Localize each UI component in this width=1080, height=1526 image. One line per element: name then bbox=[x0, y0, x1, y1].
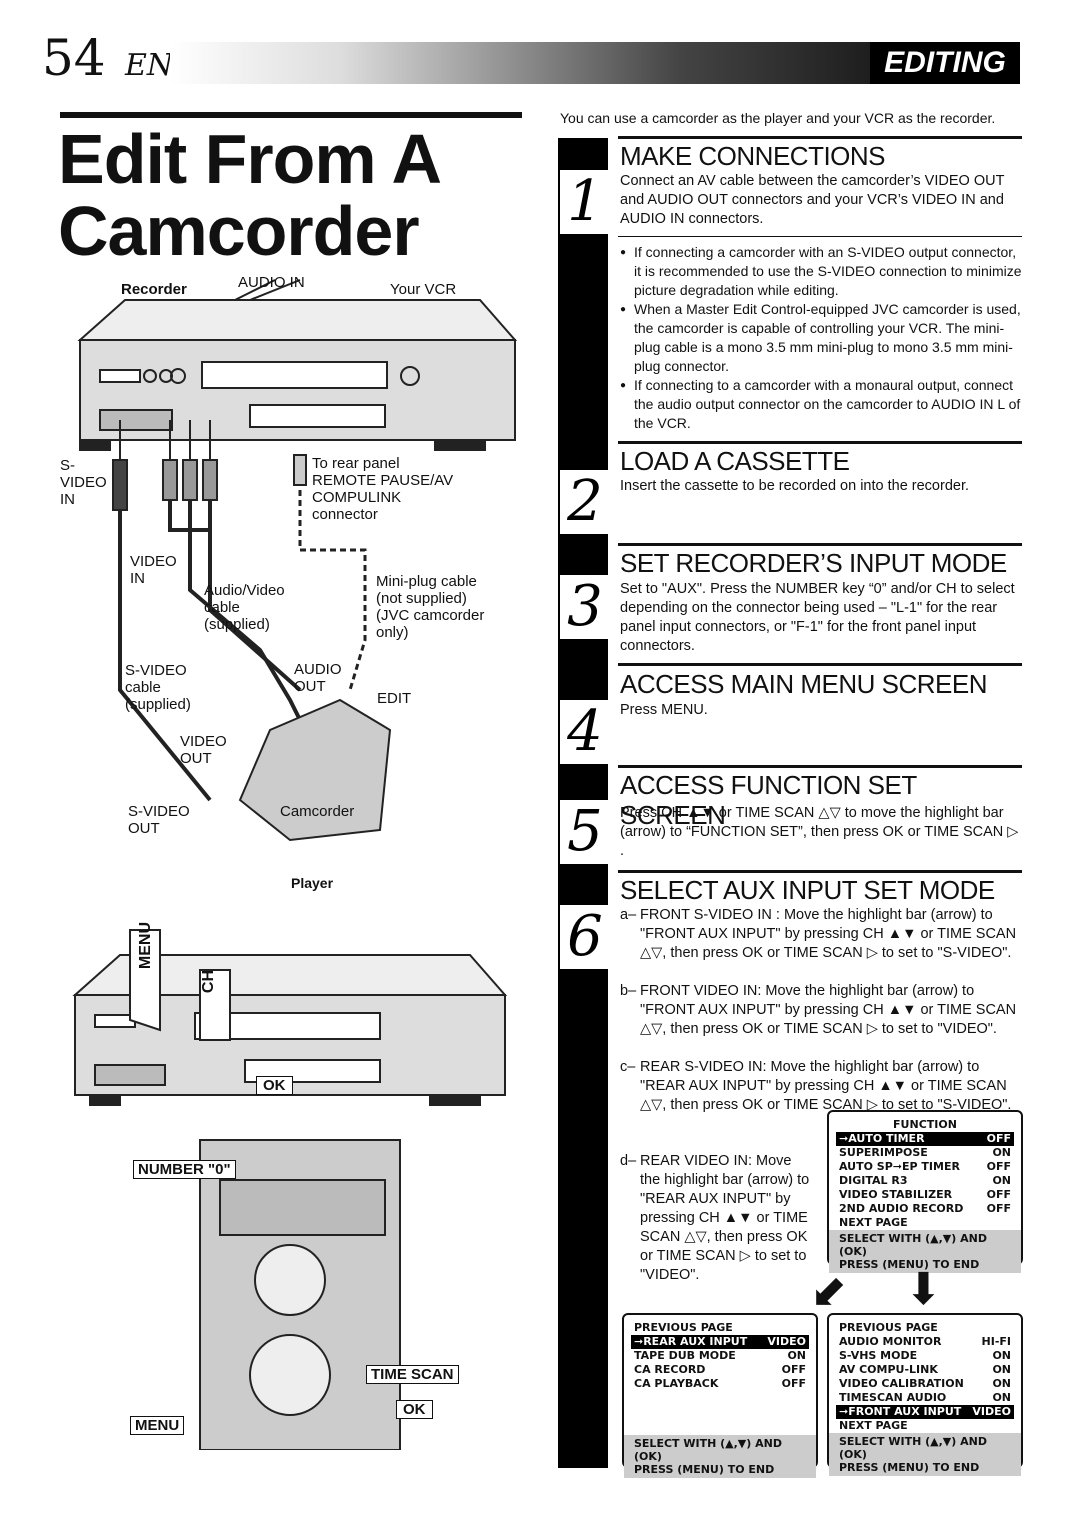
menu-remote-label: MENU bbox=[130, 1416, 185, 1435]
number0-key-label: NUMBER "0" bbox=[133, 1160, 236, 1179]
language-code: EN bbox=[125, 48, 174, 83]
step-5-number: 5 bbox=[560, 800, 610, 864]
step-2-text: Insert the cassette to be recorded on in… bbox=[620, 478, 970, 494]
step-1-rule bbox=[618, 136, 1022, 139]
step-4-number: 4 bbox=[560, 700, 610, 764]
step-3-number: 3 bbox=[560, 575, 610, 639]
menu-row: NEXT PAGE bbox=[839, 1216, 908, 1229]
edit-label: EDIT bbox=[377, 690, 412, 707]
step-1-number: 1 bbox=[560, 170, 610, 234]
substep-d: d–REAR VIDEO IN: Move the highlight bar … bbox=[620, 1153, 810, 1283]
substep-a: a–FRONT S-VIDEO IN : Move the highlight … bbox=[620, 907, 1017, 961]
video-out-label: VIDEO OUT bbox=[180, 733, 227, 767]
svideo-out-label: S-VIDEO OUT bbox=[128, 803, 190, 837]
audio-out-label: AUDIO OUT bbox=[294, 661, 342, 695]
camcorder-label: Camcorder bbox=[280, 803, 355, 820]
step-5-heading: ACCESS FUNCTION SET SCREEN bbox=[620, 770, 917, 830]
function-menu-title: FUNCTION bbox=[893, 1118, 957, 1131]
svideo-in-label: S- VIDEO IN bbox=[60, 457, 107, 508]
step-3-text: Set to "AUX". Press the NUMBER key “0” a… bbox=[620, 581, 1015, 654]
step-5-rule bbox=[618, 765, 1022, 768]
step-2-rule bbox=[618, 441, 1022, 444]
menu-key-label: MENU bbox=[137, 922, 154, 970]
step-1-heading: MAKE CONNECTIONS bbox=[620, 141, 886, 171]
intro-text: You can use a camcorder as the player an… bbox=[560, 110, 996, 126]
ok-key-label: OK bbox=[256, 1076, 293, 1095]
step-4-heading: ACCESS MAIN MENU SCREEN bbox=[620, 669, 988, 699]
front-menu-footer: SELECT WITH (▲,▼) AND (OK) PRESS (MENU) … bbox=[829, 1433, 1021, 1476]
title-line-2: Camcorder bbox=[58, 192, 420, 270]
step-3-rule bbox=[618, 543, 1022, 546]
substep-c: c–REAR S-VIDEO IN: Move the highlight ba… bbox=[620, 1059, 1012, 1113]
video-in-label: VIDEO IN bbox=[130, 553, 177, 587]
player-label: Player bbox=[291, 875, 334, 891]
page-number: 54 bbox=[42, 29, 106, 87]
step-6-rule bbox=[618, 870, 1022, 873]
title-line-1: Edit From A bbox=[58, 120, 442, 198]
your-vcr-label: Your VCR bbox=[390, 281, 457, 298]
rear-menu-footer: SELECT WITH (▲,▼) AND (OK) PRESS (MENU) … bbox=[624, 1435, 816, 1478]
step-1-text: Connect an AV cable between the camcorde… bbox=[620, 173, 1005, 227]
menu-row: PREVIOUS PAGE bbox=[839, 1321, 938, 1334]
menu-row: NEXT PAGE bbox=[839, 1419, 908, 1432]
audio-in-label: AUDIO IN bbox=[238, 274, 305, 291]
bullet-1: If connecting a camcorder with an S-VIDE… bbox=[620, 243, 1024, 300]
arrow-down-left-icon: ⬋ bbox=[810, 1267, 847, 1316]
step-4-text: Press MENU. bbox=[620, 702, 708, 718]
ok-remote-label: OK bbox=[396, 1400, 433, 1419]
ch-key-label: CH bbox=[200, 970, 217, 994]
arrow-down-icon: ⬇ bbox=[905, 1265, 942, 1314]
av-cable-label: Audio/Video cable (supplied) bbox=[204, 582, 285, 633]
step-2-heading: LOAD A CASSETTE bbox=[620, 446, 850, 476]
connection-diagram bbox=[72, 279, 518, 1450]
step-6-number: 6 bbox=[560, 905, 610, 969]
recorder-label: Recorder bbox=[121, 281, 187, 298]
svideo-cable-label: S-VIDEO cable (supplied) bbox=[125, 662, 191, 713]
bullet-2: When a Master Edit Control-equipped JVC … bbox=[620, 300, 1024, 376]
bullet-3: If connecting to a camcorder with a mona… bbox=[620, 376, 1024, 433]
miniplug-label: Mini-plug cable (not supplied) (JVC camc… bbox=[376, 573, 485, 641]
step-3-heading: SET RECORDER’S INPUT MODE bbox=[620, 548, 1007, 578]
step-2-number: 2 bbox=[560, 470, 610, 534]
title-rule bbox=[60, 112, 522, 118]
time-scan-key-label: TIME SCAN bbox=[366, 1365, 459, 1384]
substep-b: b–FRONT VIDEO IN: Move the highlight bar… bbox=[620, 983, 1017, 1037]
section-title: EDITING bbox=[870, 42, 1020, 84]
step-5-text: Press CH ▲▼ or TIME SCAN △▽ to move the … bbox=[620, 805, 1019, 859]
page-title: Edit From A Camcorder bbox=[58, 123, 528, 267]
step-1-divider bbox=[618, 236, 1022, 237]
step-6-heading: SELECT AUX INPUT SET MODE bbox=[620, 875, 995, 905]
menu-row: PREVIOUS PAGE bbox=[634, 1321, 733, 1334]
function-menu-footer: SELECT WITH (▲,▼) AND (OK) PRESS (MENU) … bbox=[829, 1230, 1021, 1273]
rear-panel-label: To rear panel REMOTE PAUSE/AV COMPULINK … bbox=[312, 455, 454, 523]
step-4-rule bbox=[618, 663, 1022, 666]
